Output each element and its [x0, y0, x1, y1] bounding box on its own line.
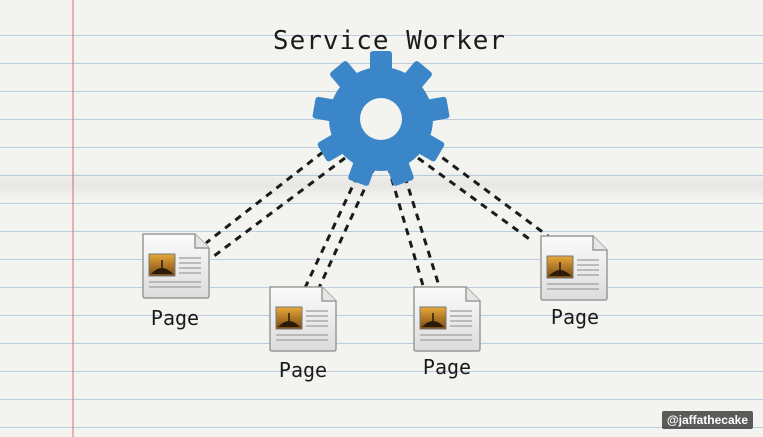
paper-crease — [0, 170, 763, 200]
gear-icon — [312, 51, 450, 186]
connector-4b — [431, 148, 549, 238]
page-label-4: Page — [550, 305, 600, 329]
connector-1b — [213, 156, 346, 258]
connector-2b — [316, 165, 377, 291]
page-icon — [540, 235, 608, 301]
page-label-2: Page — [278, 358, 328, 382]
connector-3a — [386, 165, 426, 290]
page-icon — [413, 286, 481, 352]
margin-line — [72, 0, 74, 437]
page-icon — [269, 286, 337, 352]
page-icon — [142, 233, 210, 299]
page-label-3: Page — [422, 355, 472, 379]
author-handle: @jaffathecake — [661, 411, 753, 429]
connector-2a — [302, 163, 365, 291]
connector-3b — [399, 163, 442, 290]
connector-4a — [417, 156, 533, 243]
page-label-1: Page — [150, 306, 200, 330]
connector-1a — [205, 150, 324, 245]
connectors — [205, 148, 549, 291]
